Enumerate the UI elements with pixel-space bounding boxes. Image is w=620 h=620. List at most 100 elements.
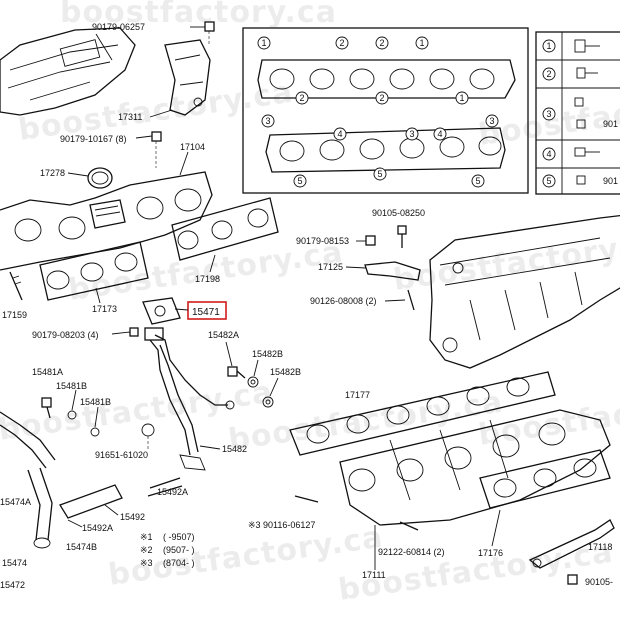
svg-text:1: 1	[546, 41, 551, 51]
hose-15492	[0, 411, 183, 519]
label-15481B: 15481B	[56, 381, 87, 391]
svg-text:3: 3	[409, 129, 414, 139]
stud-90126-08008	[407, 289, 415, 311]
label-15492A-2: 15492A	[82, 523, 113, 533]
svg-text:1: 1	[261, 38, 266, 48]
svg-text:3: 3	[265, 116, 270, 126]
label-90179-08153: 90179-08153	[296, 236, 349, 246]
label-15492A: 15492A	[157, 487, 188, 497]
bracket-17311	[164, 39, 211, 116]
label-17159: 17159	[2, 310, 27, 320]
bolt-90179-10167	[151, 131, 162, 168]
footnote-3-text: (8704- )	[163, 558, 195, 568]
label-17176: 17176	[478, 548, 503, 558]
gasket-15471	[142, 297, 181, 325]
washer-15482B-1	[247, 376, 259, 388]
legend-partial-2: 901	[603, 176, 618, 186]
svg-text:5: 5	[546, 176, 551, 186]
svg-text:4: 4	[437, 129, 442, 139]
bolt-15482A	[227, 366, 246, 379]
label-15481B-2: 15481B	[80, 397, 111, 407]
label-15481A: 15481A	[32, 367, 63, 377]
label-15471: 15471	[192, 307, 220, 318]
svg-text:2: 2	[339, 38, 344, 48]
svg-text:5: 5	[297, 176, 302, 186]
label-90126-08008: 90126-08008 (2)	[310, 296, 377, 306]
svg-text:1: 1	[419, 38, 424, 48]
svg-text:3: 3	[546, 109, 551, 119]
label-15474B: 15474B	[66, 542, 97, 552]
label-15474: 15474	[2, 558, 27, 568]
footnote-1-mark: ※1	[140, 532, 153, 542]
watermark: boostfactory.ca	[60, 0, 337, 30]
bolt-90179-08203	[129, 327, 139, 337]
label-90105-08250: 90105-08250	[372, 208, 425, 218]
manifold-gasket-17173	[39, 241, 149, 301]
svg-text:2: 2	[299, 93, 304, 103]
bolt-91651-61020	[141, 423, 155, 450]
bracket-17125	[364, 261, 421, 281]
label-17173: 17173	[92, 304, 117, 314]
manifold-gasket-17198	[171, 197, 279, 261]
bolt-90179-06257	[204, 21, 215, 45]
svg-text:2: 2	[546, 69, 551, 79]
stud-90116-06127	[294, 495, 319, 503]
watermark: boostfactory.ca	[391, 225, 620, 298]
hose-15474	[27, 467, 53, 549]
label-17125: 17125	[318, 262, 343, 272]
gasket-ring-17278	[87, 167, 113, 189]
stud-17159	[9, 271, 23, 301]
label-17177: 17177	[345, 390, 370, 400]
intake-gasket-17177	[289, 371, 556, 456]
intake-manifold	[429, 214, 620, 369]
footnote-2-mark: ※2	[140, 545, 153, 555]
label-17311: 17311	[118, 112, 142, 122]
intake-gasket-17176	[479, 449, 611, 509]
svg-text:1: 1	[459, 93, 464, 103]
label-15482A: 15482A	[208, 330, 239, 340]
label-90179-10167: 90179-10167 (8)	[60, 134, 127, 144]
label-90105-right: 90105-	[585, 577, 613, 587]
svg-text:2: 2	[379, 38, 384, 48]
footnote-1-text: ( -9507)	[163, 532, 195, 542]
label-15474A: 15474A	[0, 497, 31, 507]
footnote-2-text: (9507- )	[163, 545, 195, 555]
label-15482B: 15482B	[252, 349, 283, 359]
stay-17118	[528, 519, 615, 569]
label-92122-60814: 92122-60814 (2)	[378, 547, 445, 557]
svg-text:5: 5	[377, 169, 382, 179]
label-15482: 15482	[222, 444, 247, 454]
bolt-90105-08250	[397, 225, 407, 248]
water-pipe-15482	[144, 327, 235, 471]
gasket-callouts: 1 2 2 1 2 2 1 3 3 4 3 4 5 5 5	[257, 36, 499, 188]
svg-text:2: 2	[379, 93, 384, 103]
label-91651-61020: 91651-61020	[95, 450, 148, 460]
label-15482B-2: 15482B	[270, 367, 301, 377]
gasket-reference-panel	[242, 27, 529, 194]
heat-shield-cover	[0, 27, 136, 116]
label-90179-08203: 90179-08203 (4)	[32, 330, 99, 340]
label-15492: 15492	[120, 512, 145, 522]
stud-92122-60814	[399, 521, 419, 531]
fastener-legend-table: 1 2 3 4 5 901 901	[535, 31, 620, 195]
nut-90179-08153	[365, 235, 376, 246]
washer-15482B-2	[262, 396, 274, 408]
bolt-15481A	[41, 397, 52, 419]
label-15472: 15472	[0, 580, 25, 590]
bolt-90105-right	[567, 574, 578, 585]
svg-text:3: 3	[489, 116, 494, 126]
label-17278: 17278	[40, 168, 65, 178]
legend-partial-1: 901	[603, 119, 618, 129]
label-17104: 17104	[180, 142, 205, 152]
footnotes: ※1 ( -9507) ※2 (9507- ) ※3 (8704- )	[140, 532, 195, 568]
watermark: boostfactory.ca	[16, 75, 295, 148]
label-17111: 17111	[362, 570, 386, 580]
svg-text:5: 5	[475, 176, 480, 186]
svg-text:4: 4	[546, 149, 551, 159]
svg-text:4: 4	[337, 129, 342, 139]
footnote-3-mark: ※3	[140, 558, 153, 568]
highlight-box	[187, 301, 227, 320]
label-90116-06127: ※3 90116-06127	[248, 520, 315, 530]
label-17198: 17198	[195, 274, 220, 284]
